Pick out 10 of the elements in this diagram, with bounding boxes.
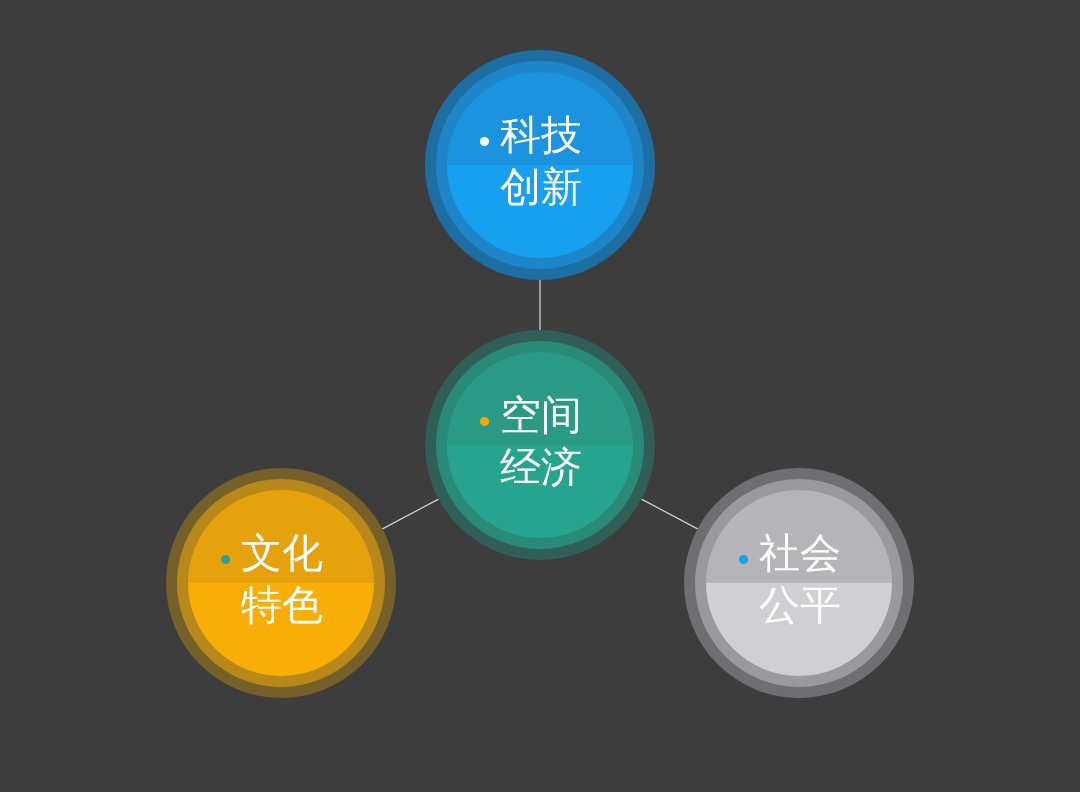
connector-line — [640, 498, 699, 530]
node-label: 空间经济 — [500, 390, 583, 493]
connector-line — [539, 279, 541, 331]
circle-node — [684, 468, 914, 698]
connector-line — [381, 498, 440, 530]
circle-node — [425, 50, 655, 280]
circle-node — [425, 330, 655, 560]
circle-node — [166, 468, 396, 698]
node-label: 科技创新 — [500, 110, 583, 213]
node-label: 文化特色 — [241, 528, 324, 631]
